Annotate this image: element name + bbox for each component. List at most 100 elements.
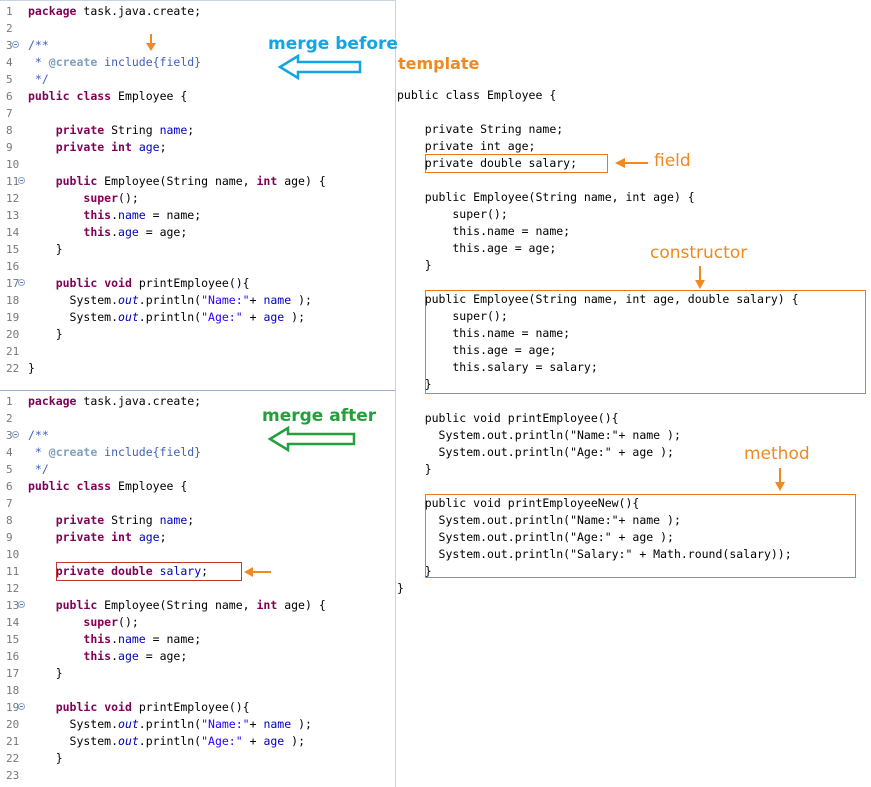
line-number: 17 [6,277,20,290]
code-text: package task.java.create; [28,4,202,18]
template-line: System.out.println("Age:" + age ); [397,530,674,544]
template-method-box [425,494,856,578]
constructor-arrow-icon [695,266,705,289]
line-number: 7 [6,497,13,510]
line-number: 2 [6,412,13,425]
code-text: private double salary; [55,564,209,578]
template-line: super(); [397,309,508,323]
code-text: /** [28,428,49,442]
line-number: 13 [6,599,20,612]
line-number: 11 [6,565,20,578]
line-number: 5 [6,73,13,86]
code-text: * @create include{field} [28,445,202,459]
code-text: System.out.println("Name:"+ name ); [28,293,312,307]
code-text: public void printEmployee(){ [55,276,250,290]
code-text: private String name; [55,513,195,527]
salary-arrow-icon [244,567,271,577]
line-number: 4 [6,446,13,459]
line-number: 7 [6,107,13,120]
line-number: 8 [6,514,13,527]
line-number: 14 [6,616,20,629]
method-label: method [744,444,810,464]
line-number: 1 [6,5,13,18]
line-number: 20 [6,328,20,341]
added-field-box [56,562,242,581]
line-number: 18 [6,684,20,697]
merge-after-arrow-icon [267,425,356,453]
template-line: private int age; [397,139,536,153]
code-text: super(); [83,615,139,629]
code-text: System.out.println("Age:" + age ); [28,310,305,324]
template-line: public void printEmployeeNew(){ [397,496,640,510]
template-line: System.out.println("Name:"+ name ); [397,428,681,442]
code-text: } [28,666,63,680]
template-line: public class Employee { [397,88,557,102]
fold-toggle-icon[interactable] [18,279,25,286]
code-text: this.name = name; [83,632,202,646]
code-text: super(); [83,191,139,205]
fold-toggle-icon[interactable] [18,703,25,710]
template-constructor-box [425,290,866,394]
line-number: 10 [6,158,20,171]
line-number: 2 [6,22,13,35]
line-number: 18 [6,294,20,307]
line-number: 22 [6,752,20,765]
line-number: 8 [6,124,13,137]
line-number: 22 [6,362,20,375]
line-number: 10 [6,548,20,561]
line-number: 16 [6,260,20,273]
code-text: this.name = name; [83,208,202,222]
line-number: 21 [6,735,20,748]
line-number: 5 [6,463,13,476]
line-number: 11 [6,175,20,188]
line-number: 15 [6,243,20,256]
code-text: } [28,327,63,341]
template-line: private String name; [397,122,564,136]
line-number: 12 [6,582,20,595]
template-line: this.salary = salary; [397,360,598,374]
line-number: 17 [6,667,20,680]
template-label: template [398,54,480,73]
fold-toggle-icon[interactable] [12,431,19,438]
template-line: public Employee(String name, int age, do… [397,292,799,306]
code-text: public class Employee { [28,89,188,103]
code-text: */ [28,462,49,476]
line-number: 20 [6,718,20,731]
template-line: System.out.println("Name:"+ name ); [397,513,681,527]
line-number: 19 [6,311,20,324]
code-text: */ [28,72,49,86]
fold-toggle-icon[interactable] [12,41,19,48]
template-line: System.out.println("Salary:" + Math.roun… [397,547,792,561]
template-line: this.name = name; [397,224,571,238]
template-line: private double salary; [397,156,578,170]
template-line: } [397,258,432,272]
template-line: public Employee(String name, int age) { [397,190,695,204]
field-label: field [654,151,691,171]
code-text: } [28,751,63,765]
code-text: } [28,242,63,256]
fold-toggle-icon[interactable] [18,601,25,608]
fold-toggle-icon[interactable] [18,177,25,184]
merge-before-arrow-icon [277,53,362,81]
line-number: 23 [6,769,20,782]
code-text: public Employee(String name, int age) { [55,598,326,612]
code-text: System.out.println("Name:"+ name ); [28,717,312,731]
template-line: } [397,564,432,578]
line-number: 3 [6,429,13,442]
template-line: super(); [397,207,508,221]
code-text: public void printEmployee(){ [55,700,250,714]
method-arrow-icon [775,468,785,491]
template-line: public void printEmployee(){ [397,411,619,425]
create-tag-arrow-icon [146,34,156,51]
line-number: 19 [6,701,20,714]
merge-after-label: merge after [262,406,377,426]
line-number: 9 [6,141,13,154]
template-field-box [425,154,608,173]
code-text: System.out.println("Age:" + age ); [28,734,305,748]
field-arrow-icon [615,158,648,168]
code-text: this.age = age; [83,649,188,663]
code-text: public class Employee { [28,479,188,493]
line-number: 15 [6,633,20,646]
line-number: 3 [6,39,13,52]
